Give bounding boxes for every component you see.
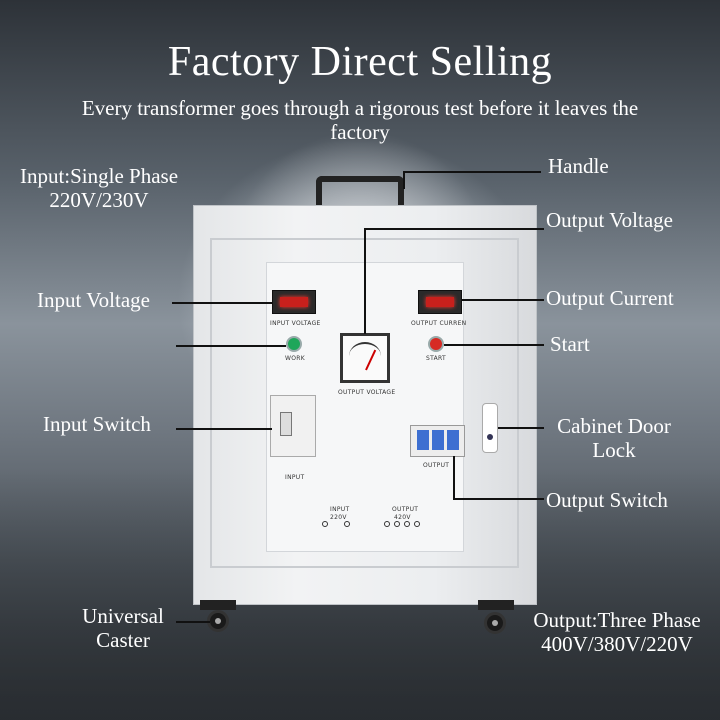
handle-shape	[316, 176, 404, 210]
input-panel-label: INPUT	[285, 474, 305, 481]
handle-leader	[403, 171, 405, 189]
output-voltage-leader	[364, 228, 544, 230]
start-leader	[444, 344, 544, 346]
output-voltage-leader	[364, 228, 366, 334]
output-voltage-label: Output Voltage	[546, 208, 673, 232]
page-subtitle: Every transformer goes through a rigorou…	[81, 96, 639, 144]
output-switch-label: Output Switch	[546, 488, 668, 512]
universal-caster-label: Universal Caster	[82, 604, 164, 652]
handle-leader	[403, 171, 541, 173]
page-title: Factory Direct Selling	[167, 39, 553, 85]
input-voltage-leader	[172, 302, 272, 304]
breaker-pole	[432, 430, 444, 450]
terminal-input-voltage: 220V	[330, 514, 347, 521]
work-leader	[176, 345, 286, 347]
output-spec-label: Output:Three Phase 400V/380V/220V	[533, 608, 701, 656]
output-current-label: Output Current	[546, 286, 674, 310]
terminal-input-label: INPUT	[330, 506, 350, 513]
caster-wheel	[484, 612, 506, 634]
terminal	[322, 521, 328, 527]
breaker-toggle	[280, 412, 292, 436]
input-switch-leader	[176, 428, 272, 430]
start-label: Start	[550, 332, 590, 356]
handle-label: Handle	[548, 154, 609, 178]
caster-bracket	[478, 600, 514, 610]
start-panel-label: START	[426, 355, 447, 362]
output-panel-label: OUTPUT	[423, 462, 450, 469]
input-voltage-label: Input Voltage	[37, 288, 150, 312]
caster-leader	[176, 621, 210, 623]
output-current-leader	[462, 299, 544, 301]
door-lock-leader	[498, 427, 544, 429]
terminal-output-voltage: 420V	[394, 514, 411, 521]
breaker-pole	[417, 430, 429, 450]
input-spec-label: Input:Single Phase 220V/230V	[19, 164, 179, 212]
breaker-pole	[447, 430, 459, 450]
terminal	[404, 521, 410, 527]
meter-scale	[349, 342, 381, 370]
terminal	[394, 521, 400, 527]
terminal	[384, 521, 390, 527]
terminal	[344, 521, 350, 527]
output-voltage-panel-label: OUTPUT VOLTAGE	[338, 389, 396, 396]
terminal-output-label: OUTPUT	[392, 506, 419, 513]
output-voltage-meter	[340, 333, 390, 383]
work-panel-label: WORK	[285, 355, 305, 362]
start-button	[428, 336, 444, 352]
output-current-display	[418, 290, 462, 314]
work-lamp	[286, 336, 302, 352]
caster-bracket	[200, 600, 236, 610]
cabinet-door-lock-label: Cabinet Door Lock	[557, 414, 671, 462]
output-switch-leader	[453, 498, 544, 500]
output-switch-breaker	[410, 425, 465, 457]
input-voltage-display	[272, 290, 316, 314]
cabinet-door-lock	[482, 403, 498, 453]
terminal	[414, 521, 420, 527]
output-current-panel-label: OUTPUT CURREN	[411, 320, 467, 327]
output-switch-leader	[453, 456, 455, 500]
caster-wheel	[207, 610, 229, 632]
input-switch-breaker	[270, 395, 316, 457]
input-switch-label: Input Switch	[43, 412, 151, 436]
input-voltage-panel-label: INPUT VOLTAGE	[270, 320, 321, 327]
